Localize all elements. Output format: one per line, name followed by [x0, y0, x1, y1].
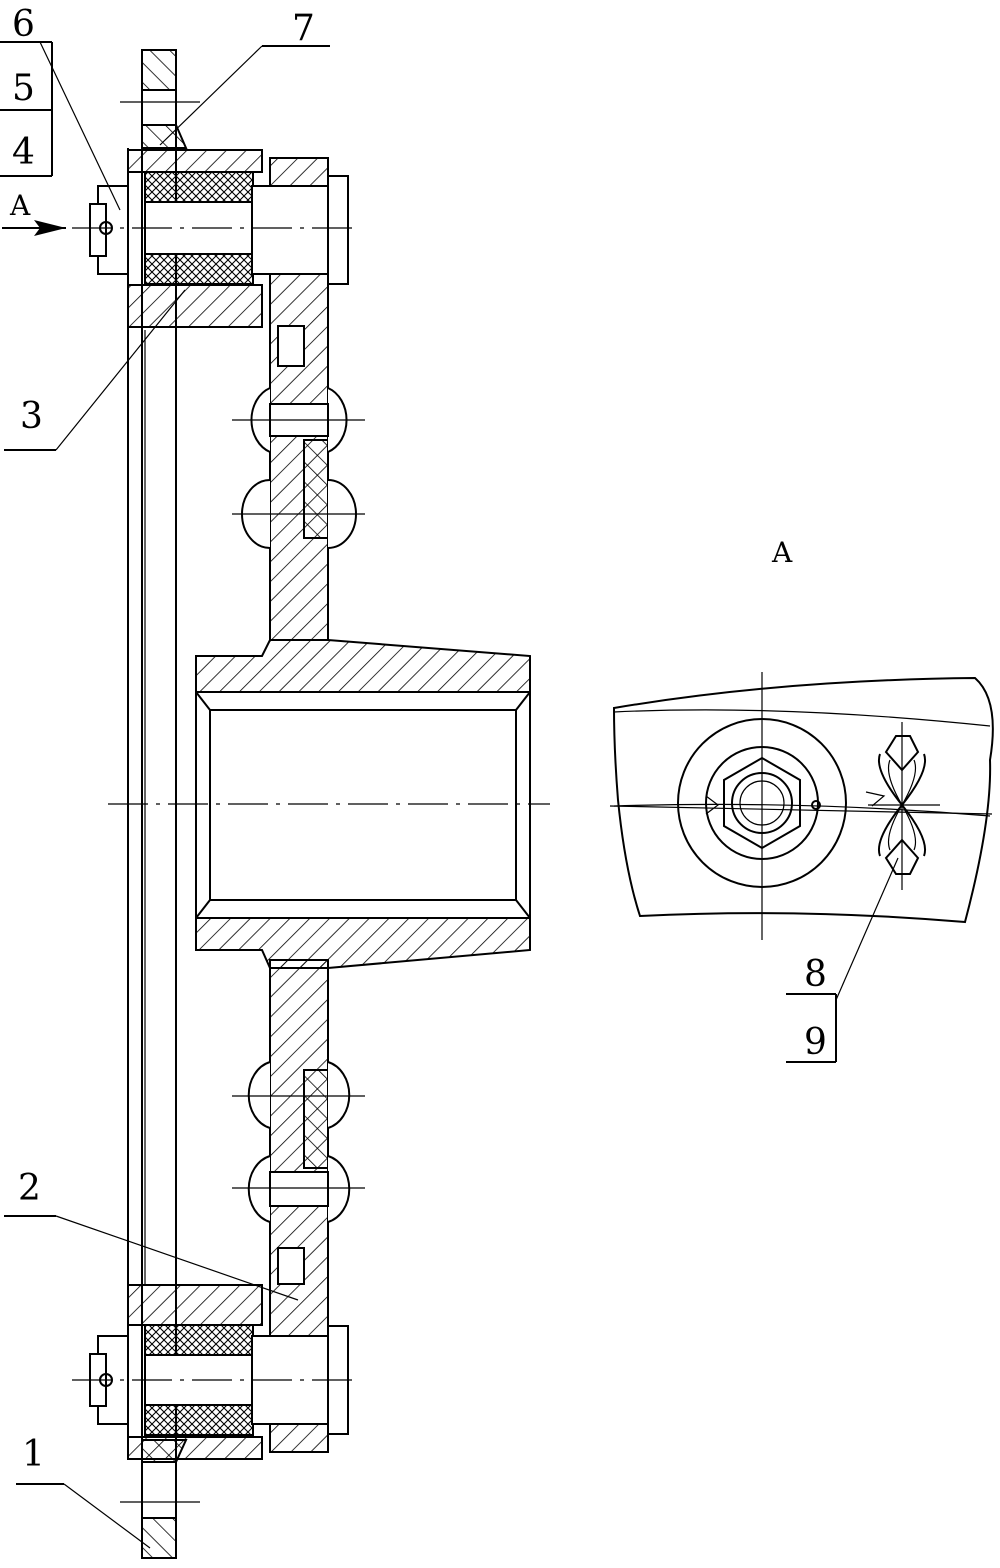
callout-8-9: 8 9 — [786, 857, 899, 1063]
callout-1: 1 — [16, 1434, 151, 1549]
callout-6-5-4: 6 5 4 — [0, 4, 121, 211]
central-hub — [195, 639, 531, 969]
cotter-pin — [865, 722, 940, 890]
section-view — [72, 49, 550, 1559]
callout-3: 3 — [4, 289, 186, 451]
callout-label-7: 7 — [292, 8, 315, 49]
callout-label-1: 1 — [22, 1434, 45, 1475]
view-a-title: A — [771, 536, 793, 569]
callout-label-8: 8 — [804, 954, 827, 995]
callout-label-4: 4 — [12, 132, 35, 173]
callout-2: 2 — [4, 1168, 299, 1301]
callout-label-9: 9 — [804, 1022, 827, 1063]
rivets-top — [232, 387, 365, 549]
arrow-a-label: A — [9, 189, 31, 222]
callout-label-6: 6 — [12, 4, 35, 45]
callout-label-3: 3 — [20, 396, 43, 437]
callout-label-2: 2 — [18, 1168, 41, 1209]
view-arrow-a: A — [2, 189, 66, 236]
detail-view-a: A 8 9 — [609, 536, 994, 1063]
callout-label-5: 5 — [12, 68, 35, 109]
callout-7: 7 — [159, 8, 330, 146]
rivets-bottom — [232, 1061, 365, 1223]
top-pin-assembly — [89, 175, 349, 285]
top-bushing-housing — [127, 149, 263, 328]
bottom-bushing-housing — [127, 1284, 263, 1460]
